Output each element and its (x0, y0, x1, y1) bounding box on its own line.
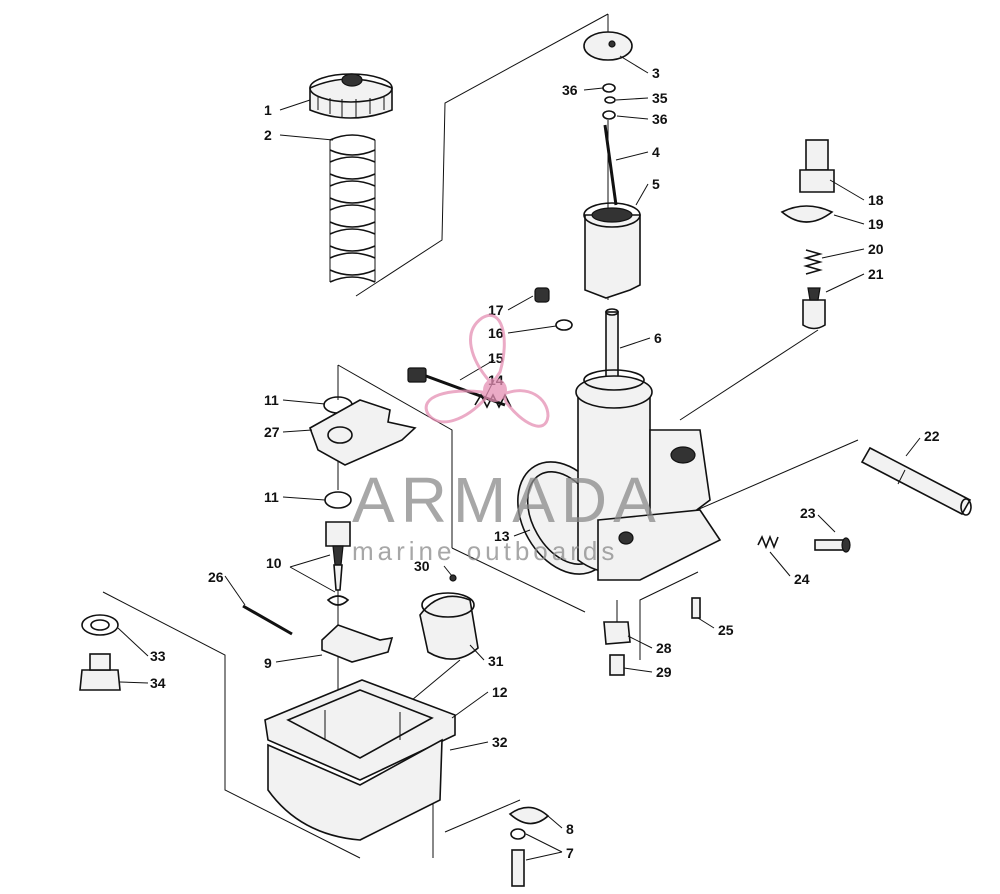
watermark-tagline: marine outboards (352, 536, 618, 566)
callout-32: 32 (492, 734, 508, 750)
float-pin-part (242, 604, 293, 636)
vent-tube-part (860, 446, 972, 516)
callout-15: 15 (488, 350, 504, 366)
callout-31: 31 (488, 653, 504, 669)
callout-4: 4 (652, 144, 660, 160)
callout-24: 24 (794, 571, 810, 587)
callout-10: 10 (266, 555, 282, 571)
callout-16: 16 (488, 325, 504, 341)
callout-34: 34 (150, 675, 166, 691)
armada-watermark: ARMADA marine outboards (352, 314, 662, 566)
needle-jet-part (605, 308, 619, 383)
float-arm-part (321, 624, 394, 663)
leader-lines (117, 55, 921, 861)
callout-22: 22 (924, 428, 940, 444)
callout-21: 21 (868, 266, 884, 282)
callout-30: 30 (414, 558, 430, 574)
callout-5: 5 (652, 176, 660, 192)
small-screw-part (534, 287, 573, 331)
callout-23: 23 (800, 505, 816, 521)
callout-28: 28 (656, 640, 672, 656)
float-part (419, 574, 479, 660)
callout-36-top: 36 (562, 82, 578, 98)
callout-19: 19 (868, 216, 884, 232)
callout-1: 1 (264, 102, 272, 118)
spring-part (329, 134, 376, 283)
callout-labels: 1 2 3 36 35 36 4 5 6 17 16 15 14 18 19 2… (150, 65, 940, 861)
callout-8: 8 (566, 821, 574, 837)
pilot-jet-part (603, 597, 701, 676)
jet-needle-part (603, 124, 618, 206)
callout-27: 27 (264, 424, 280, 440)
callout-12: 12 (492, 684, 508, 700)
callout-6: 6 (654, 330, 662, 346)
callout-20: 20 (868, 241, 884, 257)
callout-17: 17 (488, 302, 504, 318)
callout-2: 2 (264, 127, 272, 143)
callout-26: 26 (208, 569, 224, 585)
body-gasket-part (309, 396, 417, 509)
float-bowl-part (264, 679, 456, 841)
throttle-slide-part (583, 202, 641, 299)
bracket-screw-part (508, 806, 550, 887)
propeller-logo-icon (424, 314, 550, 428)
callout-3: 3 (652, 65, 660, 81)
float-needle-valve-part (325, 521, 351, 606)
callout-29: 29 (656, 664, 672, 680)
callout-36: 36 (652, 111, 668, 127)
top-cap-part (309, 73, 393, 119)
carburetor-body-part (575, 369, 722, 581)
fuel-inlet-fitting-part (780, 139, 835, 330)
retainer-plate-part (583, 31, 633, 120)
callout-11-bottom: 11 (264, 489, 279, 505)
callout-7: 7 (566, 845, 574, 861)
assembly-guide-lines (102, 13, 859, 859)
idle-adjust-screw-part (757, 534, 851, 553)
callout-9: 9 (264, 655, 272, 671)
callout-11-top: 11 (264, 392, 279, 408)
callout-33: 33 (150, 648, 166, 664)
callout-35: 35 (652, 90, 668, 106)
callout-25: 25 (718, 622, 734, 638)
callout-18: 18 (868, 192, 884, 208)
watermark-brand: ARMADA (352, 464, 662, 536)
drain-plug-part (79, 614, 121, 691)
callout-13: 13 (494, 528, 510, 544)
